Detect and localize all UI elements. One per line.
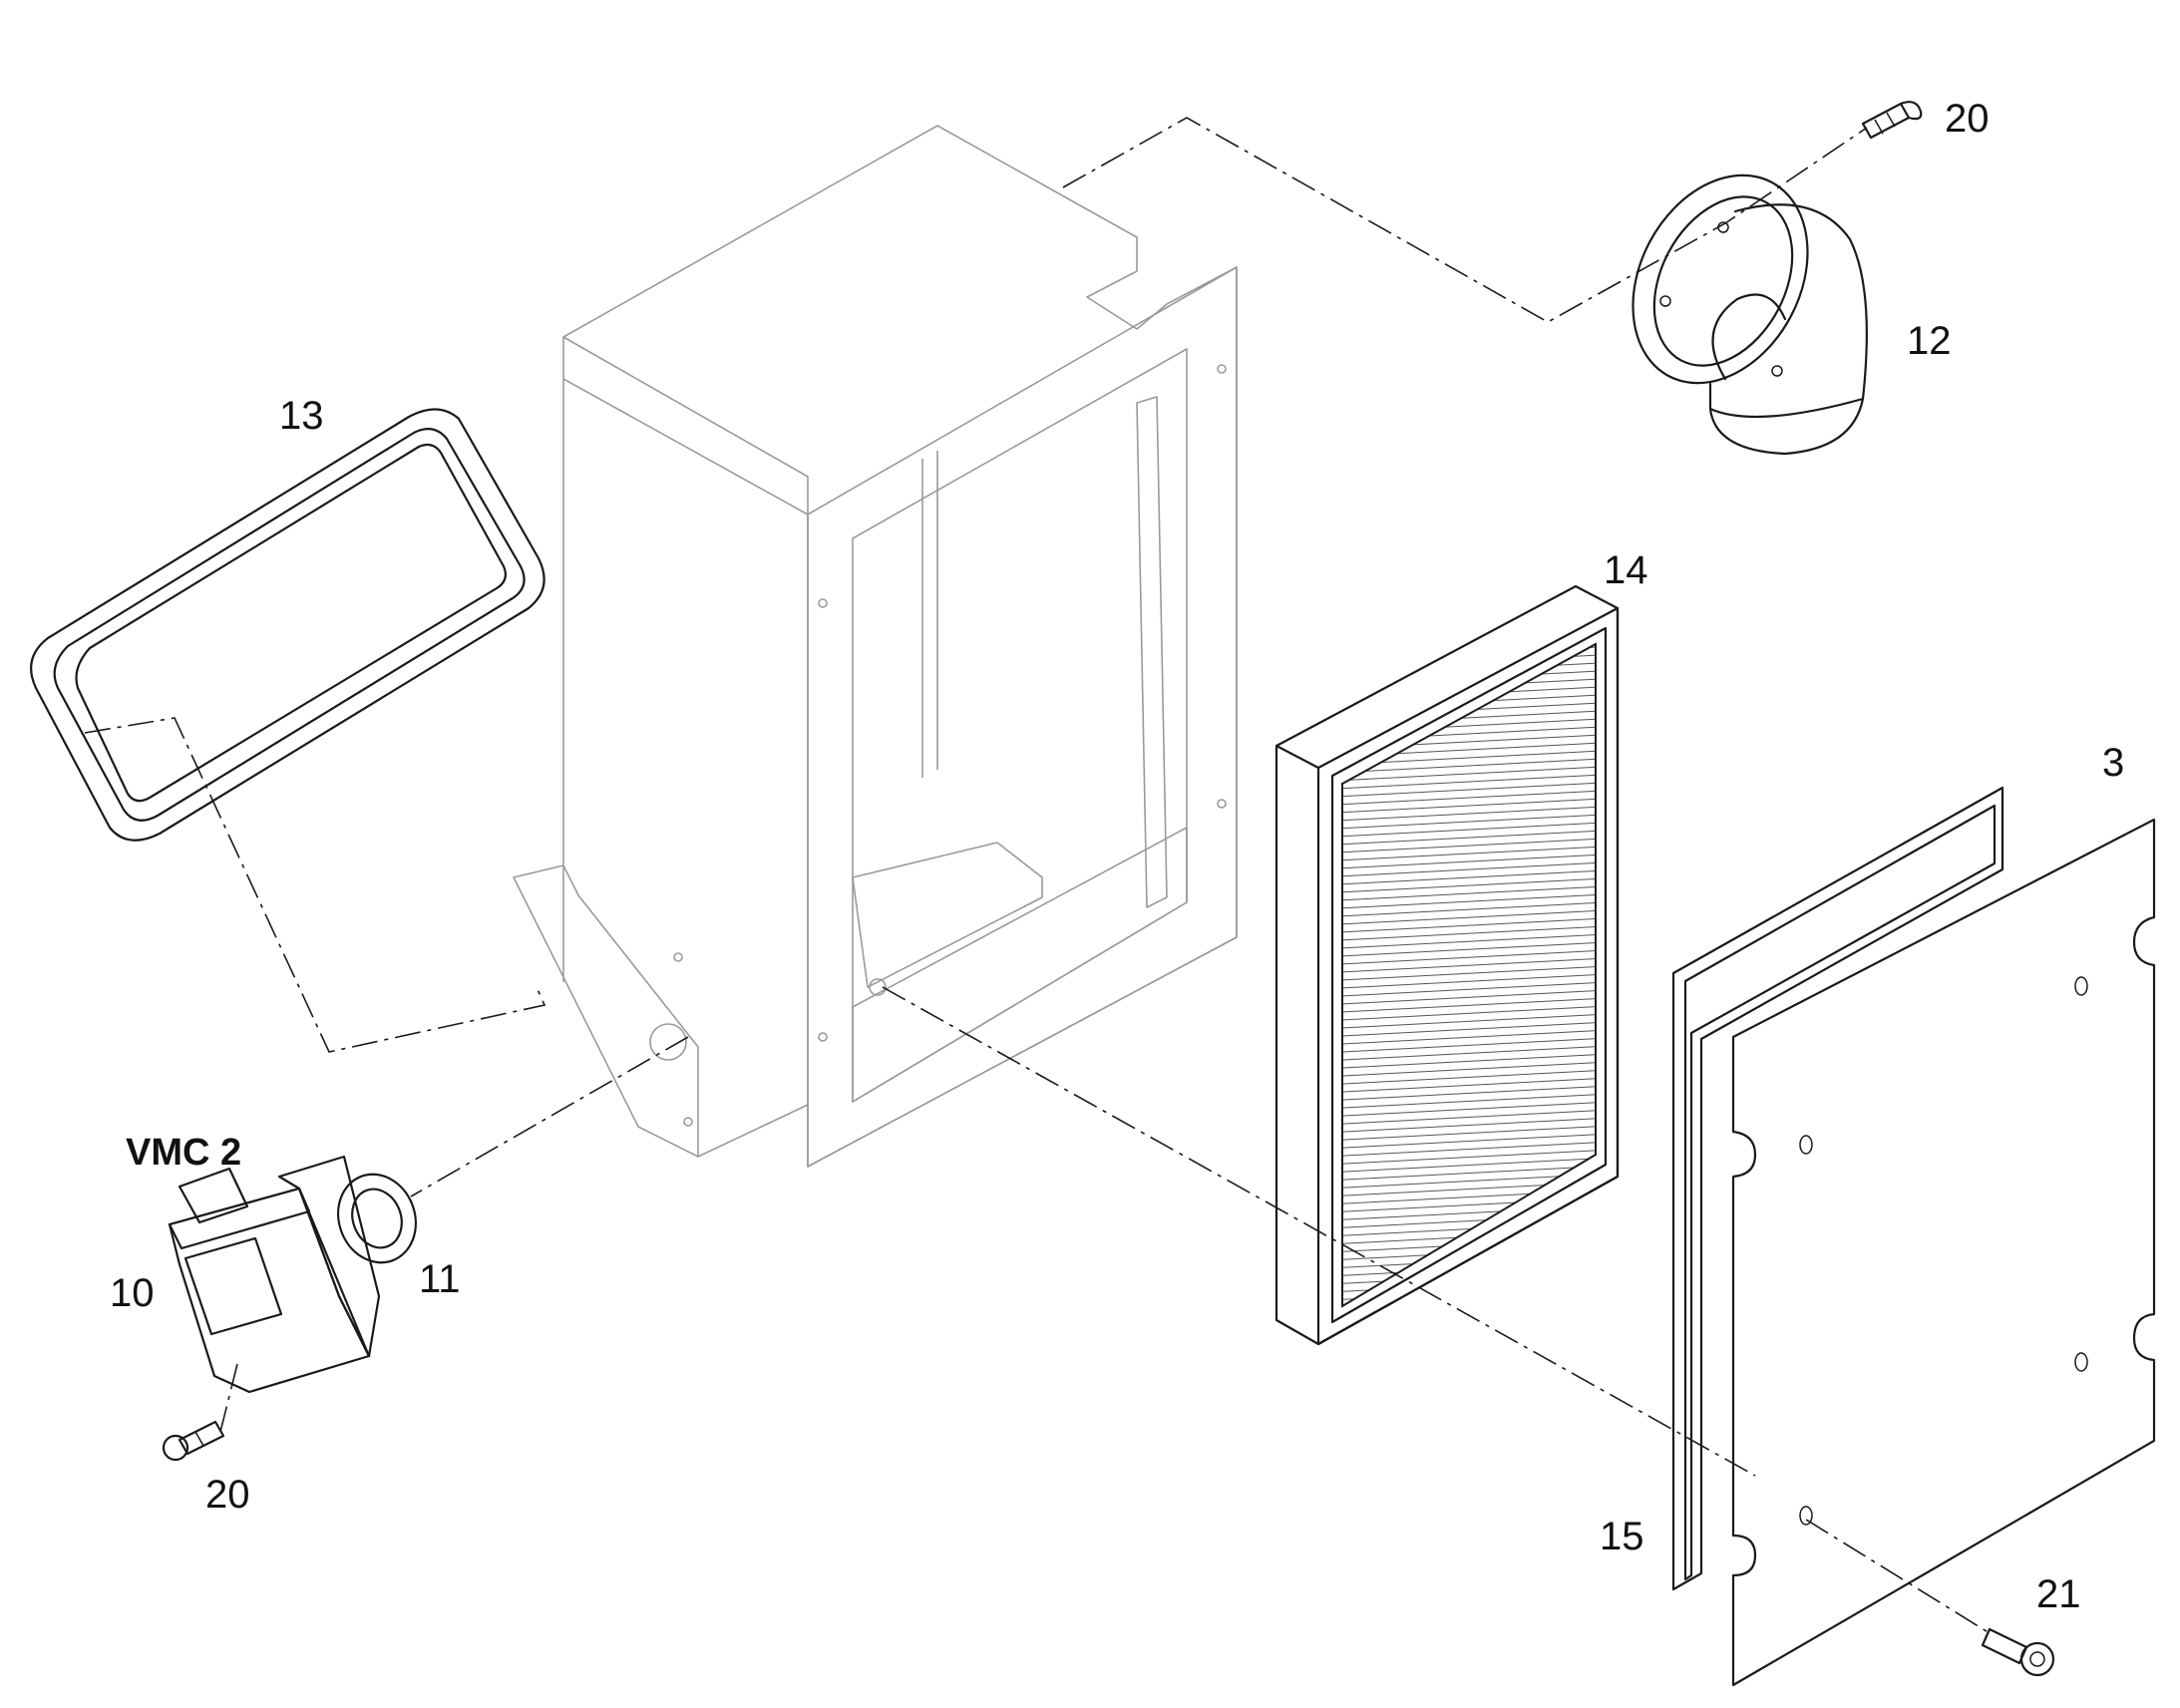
part-10-actuator — [168, 1155, 381, 1394]
callout-11: 11 — [419, 1257, 461, 1301]
part-12-elbow — [1632, 173, 1868, 456]
callout-3: 3 — [2102, 741, 2124, 785]
part-11-ring — [337, 1173, 417, 1264]
callout-vmc-2: VMC 2 — [126, 1132, 241, 1174]
main-housing — [513, 125, 1238, 1168]
screw-21 — [1981, 1627, 2055, 1677]
part-13-gasket — [30, 408, 545, 842]
part-15-panel-gasket — [1671, 786, 2004, 1591]
callout-13: 13 — [279, 394, 324, 438]
callout-20-top: 20 — [1945, 97, 1990, 141]
part-3-cover-panel — [1731, 818, 2156, 1687]
callout-15: 15 — [1600, 1515, 1644, 1558]
assembly-leader-lines — [84, 117, 1991, 1634]
callout-labels: 20 12 13 14 3 VMC 2 10 11 20 15 21 — [110, 97, 2124, 1616]
callout-20-bottom: 20 — [205, 1473, 250, 1517]
callout-12: 12 — [1907, 319, 1952, 363]
callout-21: 21 — [2036, 1572, 2081, 1616]
screw-20-top — [1861, 101, 1923, 140]
part-14-filter — [1274, 584, 1620, 1346]
callout-10: 10 — [110, 1271, 155, 1315]
callout-14: 14 — [1604, 548, 1648, 592]
screw-20-bottom — [162, 1420, 225, 1462]
